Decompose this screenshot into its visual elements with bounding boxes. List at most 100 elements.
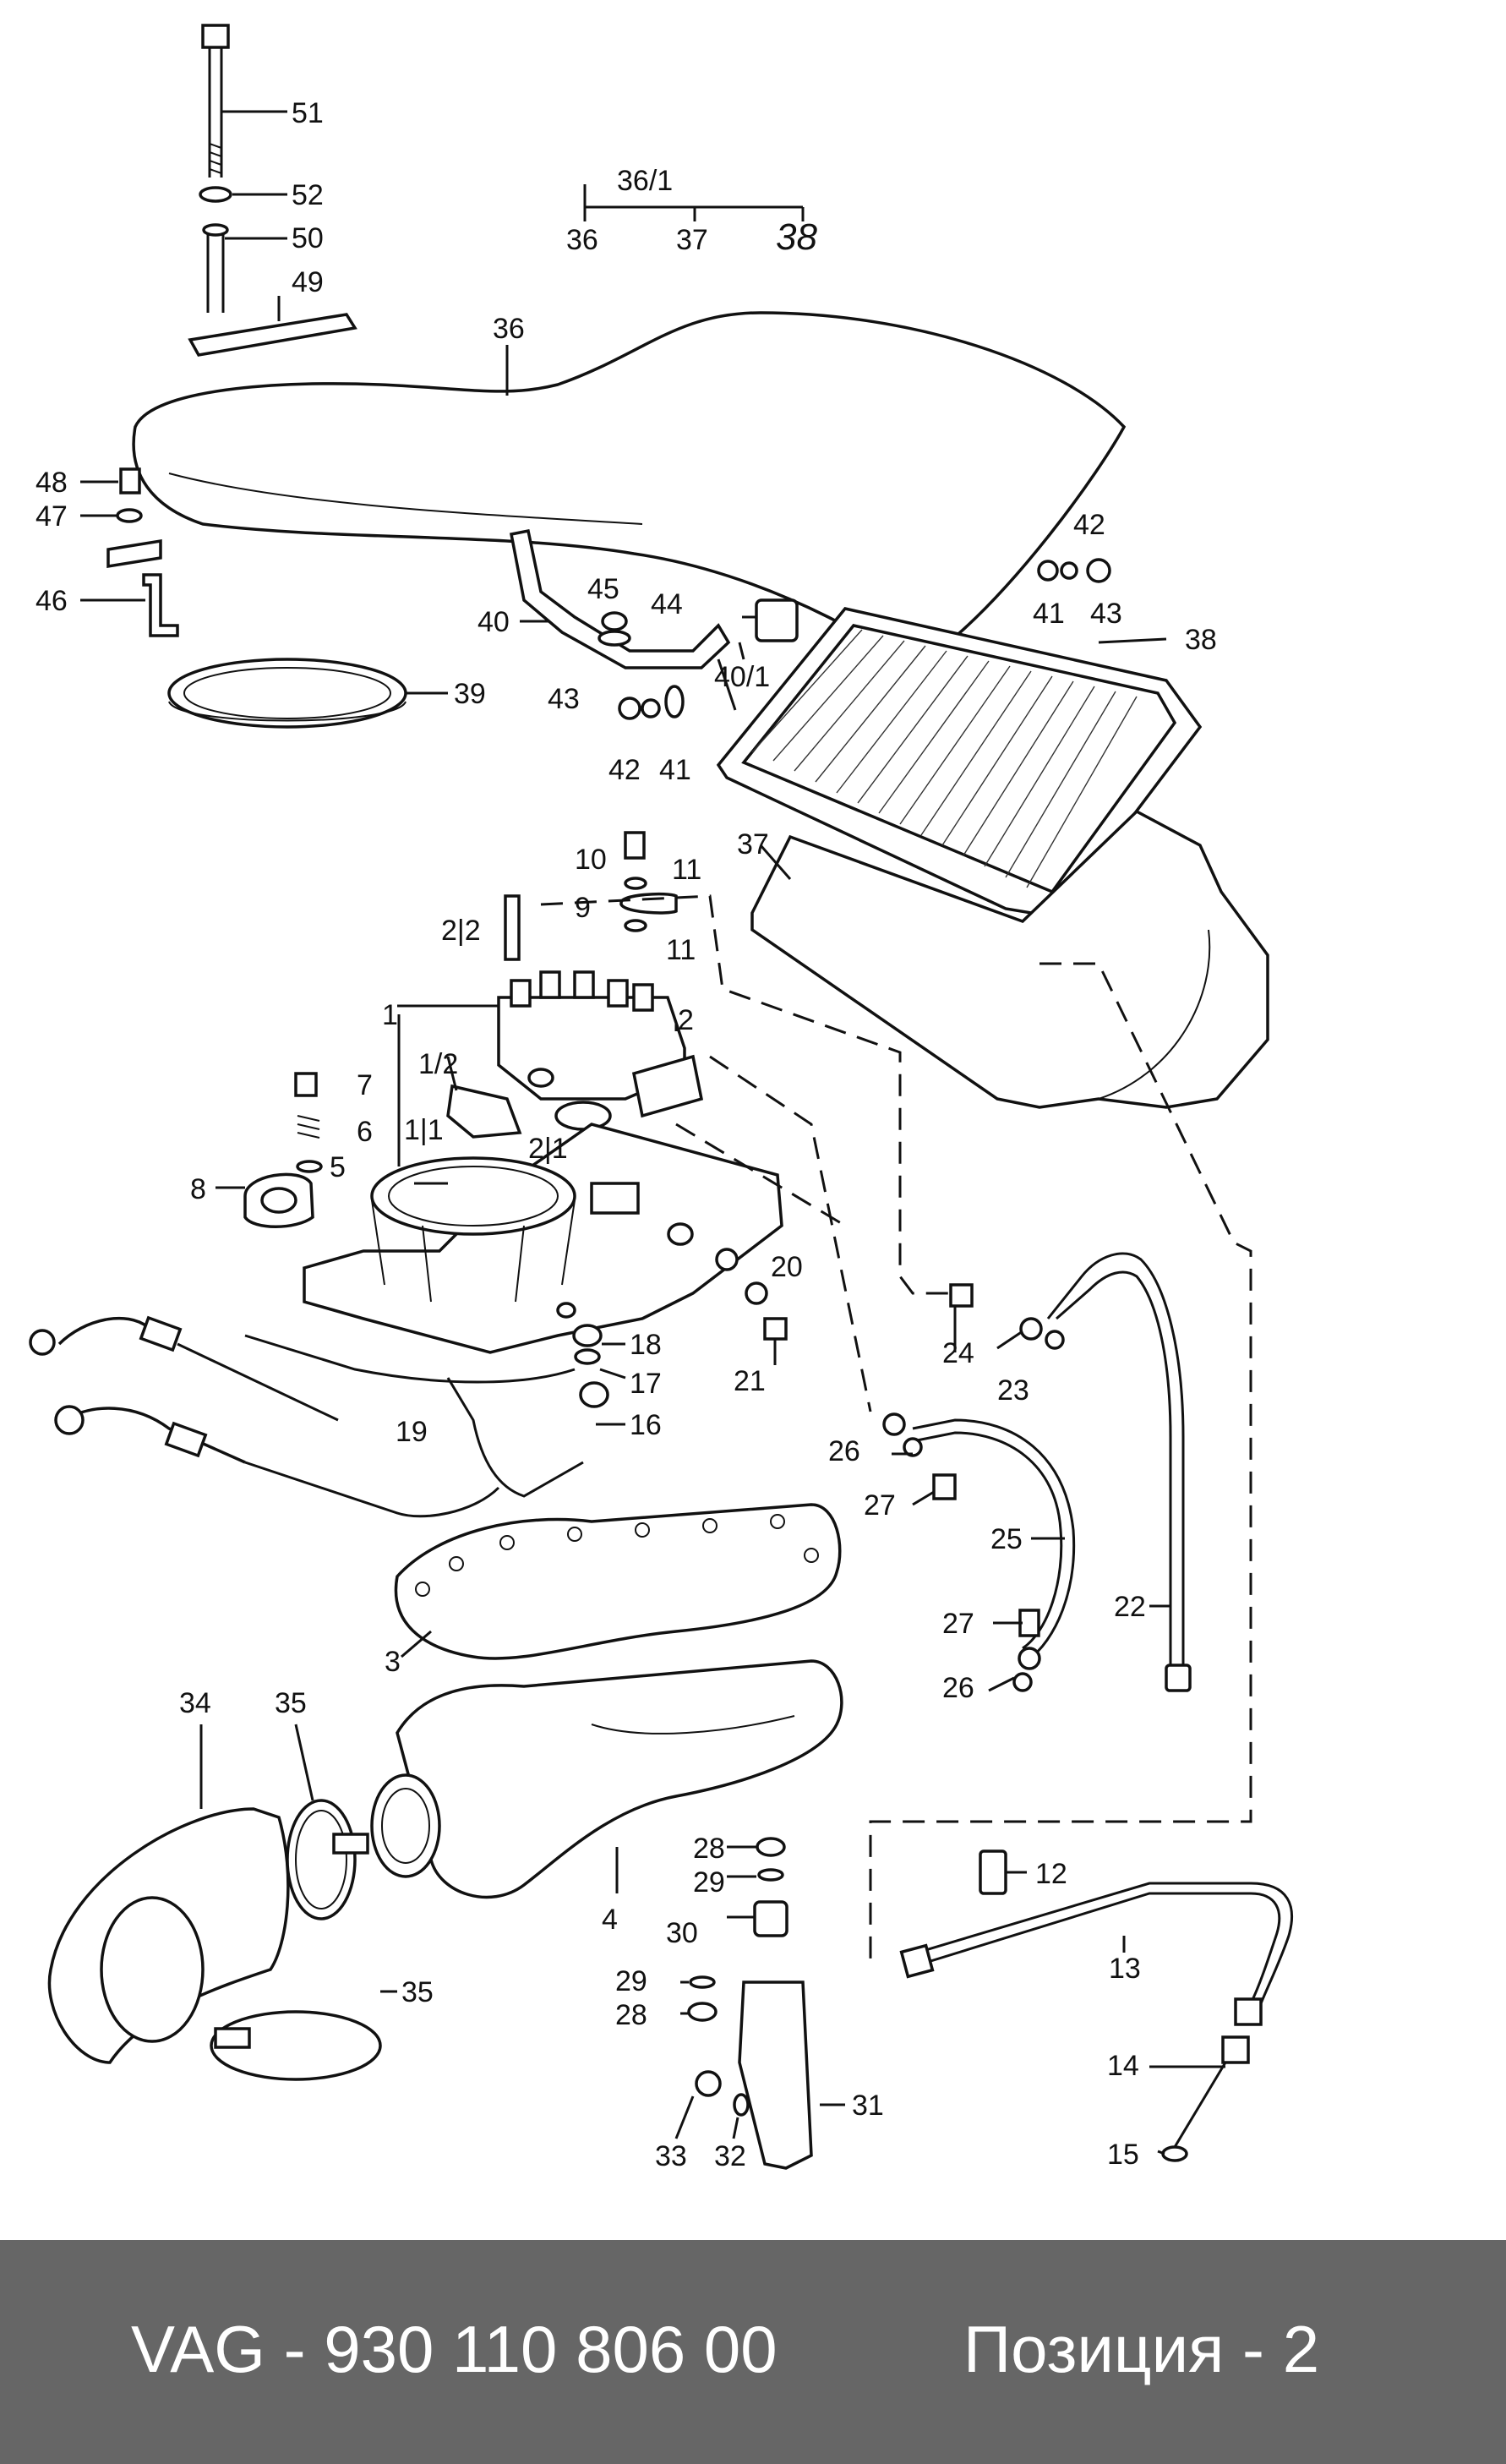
fuel-lines-12-15 (899, 1849, 1293, 2162)
callout-2: 2 (678, 1004, 694, 1036)
callout-32: 32 (714, 2140, 746, 2172)
callout-14: 14 (1107, 2050, 1139, 2082)
callout-38-group: 38 (776, 216, 817, 258)
strap-49 (188, 296, 357, 357)
switch-1-2 (446, 1084, 522, 1139)
dashed-leader-lines (540, 894, 1252, 1970)
part-code: VAG - 930 110 806 00 (131, 2312, 778, 2386)
seal-ring-39 (167, 658, 448, 729)
fittings-20-18-17-21 (572, 1248, 788, 1380)
callout-46: 46 (35, 585, 68, 617)
callout-35-bottom: 35 (401, 1976, 434, 2008)
callout-42-left: 42 (608, 754, 641, 786)
callout-1-1: 1|1 (404, 1114, 444, 1146)
mount-parts-28-33 (687, 1837, 845, 2170)
callout-29-bottom: 29 (615, 1965, 647, 1997)
callout-18: 18 (630, 1329, 662, 1361)
callout-37: 37 (737, 828, 769, 860)
callout-2-1: 2|1 (528, 1133, 568, 1165)
bolt-51 (201, 24, 287, 178)
callout-36-1: 36/1 (617, 165, 673, 197)
callout-27-bottom: 27 (942, 1608, 974, 1640)
callout-7: 7 (357, 1069, 373, 1101)
callout-51: 51 (292, 97, 324, 129)
callout-27-top: 27 (864, 1489, 896, 1522)
callout-11-bottom: 11 (666, 934, 696, 966)
callout-8: 8 (190, 1173, 206, 1205)
clamp-8 (216, 1172, 314, 1228)
callout-31: 31 (852, 2090, 884, 2122)
callout-52: 52 (292, 179, 324, 211)
callout-47: 47 (35, 500, 68, 533)
callout-39: 39 (454, 678, 486, 710)
callout-16: 16 (630, 1409, 662, 1441)
callout-41-left: 41 (659, 754, 691, 786)
callout-28-top: 28 (693, 1833, 725, 1865)
callout-33: 33 (655, 2140, 687, 2172)
callout-15: 15 (1107, 2139, 1139, 2171)
callout-1-2: 1/2 (418, 1048, 458, 1080)
callout-21: 21 (734, 1365, 766, 1397)
air-filter-cover-36 (132, 311, 1127, 654)
bracket-48-47-46 (80, 467, 179, 637)
callout-24: 24 (942, 1337, 974, 1369)
filter-housing-37 (750, 809, 1269, 1109)
callout-36-group: 36 (566, 224, 598, 256)
bracket-40-44 (509, 528, 731, 669)
callout-43-left: 43 (548, 683, 580, 715)
callout-4: 4 (602, 1904, 618, 1936)
assembly-bracket-36-1 (583, 184, 805, 221)
callout-40-1: 40/1 (714, 661, 770, 693)
callout-37-group: 37 (676, 224, 708, 256)
rubber-boot-34 (47, 1724, 290, 2064)
fuel-lines-22-25 (882, 1252, 1192, 1692)
callout-labels: 51 52 50 49 36/1 36 37 38 36 48 47 46 39… (35, 97, 1217, 2172)
callout-41-right: 41 (1033, 598, 1065, 630)
callout-29-top: 29 (693, 1866, 725, 1899)
callout-13: 13 (1109, 1953, 1141, 1985)
callout-6: 6 (357, 1116, 373, 1148)
footer-banner: VAG - 930 110 806 00 Позиция - 2 (0, 2240, 1506, 2464)
callout-11-top: 11 (672, 854, 701, 886)
washers-43-42-41 (618, 558, 1111, 720)
mixture-control-unit-2 (397, 970, 704, 1118)
callout-36: 36 (493, 313, 525, 345)
callout-35-top: 35 (275, 1687, 307, 1719)
spring-screw-7-6-5 (294, 1072, 323, 1173)
intake-manifold-4 (370, 1659, 843, 1899)
callout-50: 50 (292, 222, 324, 254)
callout-17: 17 (630, 1368, 662, 1400)
callout-2-2: 2|2 (441, 915, 481, 947)
mount-40-1 (738, 598, 799, 660)
callout-22: 22 (1114, 1591, 1146, 1623)
callout-34: 34 (179, 1687, 211, 1719)
callout-40: 40 (477, 606, 510, 638)
throttle-body-1 (303, 1123, 783, 1354)
callout-26-bottom: 26 (942, 1672, 974, 1704)
callout-28-bottom: 28 (615, 1999, 647, 2031)
callout-23: 23 (997, 1374, 1029, 1407)
pin-50 (202, 223, 287, 313)
callout-10: 10 (575, 844, 607, 876)
fuel-lines-16-19 (29, 1315, 625, 1518)
callout-38: 38 (1185, 624, 1217, 656)
callout-42-right: 42 (1073, 509, 1105, 541)
callout-3: 3 (385, 1646, 401, 1678)
callout-44: 44 (651, 588, 683, 620)
seal-ring-2-1 (554, 1101, 612, 1131)
exploded-parts-diagram: 51 52 50 49 36/1 36 37 38 36 48 47 46 39… (29, 24, 1293, 2172)
callout-49: 49 (292, 266, 324, 298)
callout-48: 48 (35, 467, 68, 499)
callout-30: 30 (666, 1917, 698, 1949)
hose-clamps-35 (210, 1724, 397, 2081)
callout-25: 25 (990, 1523, 1023, 1555)
air-filter-element-38 (716, 607, 1203, 919)
callout-43-right: 43 (1090, 598, 1122, 630)
callout-26-top: 26 (828, 1435, 860, 1467)
callout-12: 12 (1035, 1858, 1067, 1890)
position-label: Позиция - 2 (963, 2312, 1320, 2386)
callout-9: 9 (575, 892, 591, 924)
gasket-3 (394, 1503, 842, 1660)
callout-20: 20 (771, 1251, 803, 1283)
callout-19: 19 (396, 1416, 428, 1448)
